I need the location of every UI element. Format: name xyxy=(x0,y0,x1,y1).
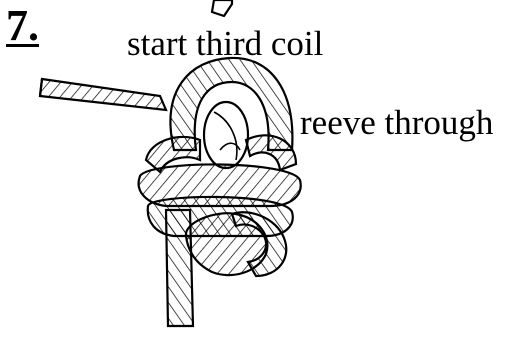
rope-fragment-top xyxy=(212,0,232,16)
rope-standing-end-left xyxy=(40,79,166,110)
step-number: 7. xyxy=(6,2,39,50)
rope-reeve-opening xyxy=(204,102,248,168)
start-coil-label: start third coil xyxy=(127,25,323,63)
reeve-through-label: reeve through xyxy=(300,104,493,142)
